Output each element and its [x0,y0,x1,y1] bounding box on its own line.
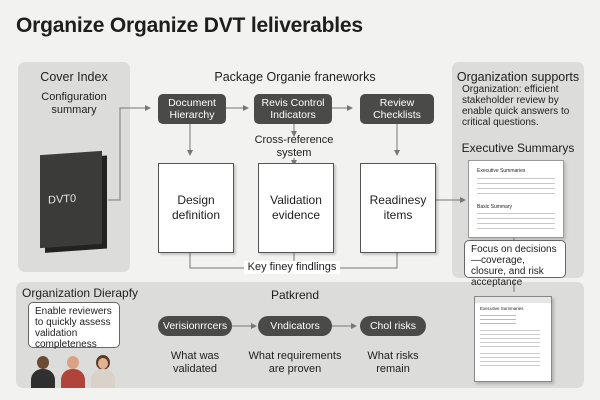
executive-summarys-heading: Executive Summarys [461,141,575,155]
document-hierarchy-button[interactable]: Document Hierarchy [158,94,226,124]
verisionrrcers-pill[interactable]: Verisionrrcers [158,316,232,336]
reviewer-avatar-3 [90,355,116,388]
dvt-book: DVT0 [40,150,102,249]
revis-control-indicators-button[interactable]: Revis Control Indicators [254,94,332,124]
executive-summary-document: Executive Summaries Basic Summary [468,160,564,238]
thumbnail-title: Executive Summaries [480,306,524,311]
package-frameworks-heading: Package Organie franeworks [214,70,376,84]
what-was-validated-caption: What was validated [170,350,220,375]
cover-index-heading: Cover Index [40,70,108,84]
configuration-summary-label: Configuration summary [41,91,107,116]
key-findings-label: Key finey findlings [244,261,340,274]
what-requirements-are-proven-caption: What requirements are proven [248,350,342,375]
dvt-book-label: DVT0 [48,192,77,207]
validation-evidence-card: Validation evidence [258,163,334,253]
review-checklists-button[interactable]: Review Checklists [360,94,434,124]
cross-reference-label: Cross-reference system [254,134,334,159]
vndicators-pill[interactable]: Vndicators [258,316,332,336]
organization-supports-heading: Organization supports [456,70,580,84]
organization-supports-text: Organization: efficient stakeholder revi… [462,84,570,128]
readiness-items-card: Readinesy items [360,163,436,253]
reviewer-avatar-2 [60,356,86,388]
reviewer-avatar-1 [30,356,56,388]
enable-reviewers-callout: Enable reviewers to quickly assess valid… [28,302,120,350]
design-definition-card: Design definition [158,163,234,253]
doc-header-2: Basic Summary [477,204,513,210]
focus-on-decisions-box: Focus on decisions—coverage, closure, an… [464,240,566,288]
doc-header-1: Executive Summaries [477,168,526,174]
page-title: Organize Organize DVT leliverables [16,14,363,37]
chol-risks-pill[interactable]: Chol risks [360,316,426,336]
patkrend-heading: Patkrend [270,288,320,302]
organization-dierapfy-heading: Organization Dierapfy [22,286,139,300]
what-risks-remain-caption: What risks remain [367,350,419,375]
executive-summaries-thumbnail: Executive Summaries [474,296,552,382]
